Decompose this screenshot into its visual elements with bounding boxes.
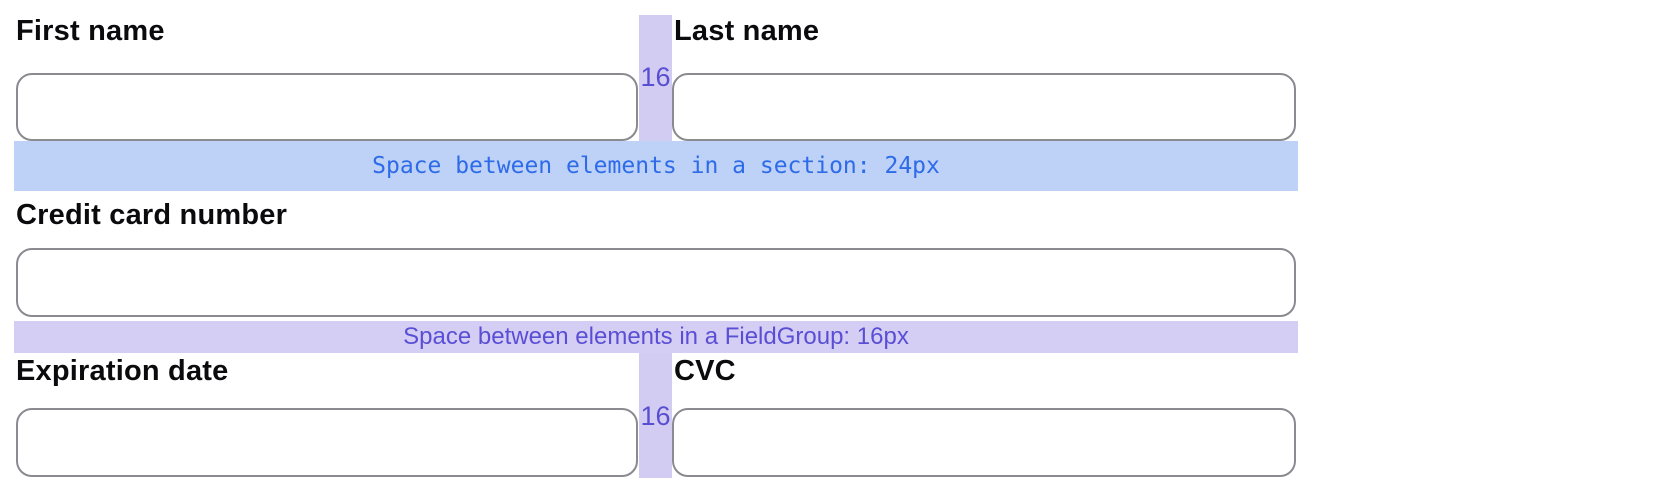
last-name-input[interactable] [672,73,1296,141]
column-gap-strip-top: 16 [639,15,672,141]
first-name-input[interactable] [16,73,638,141]
first-name-label: First name [16,15,165,47]
fieldgroup-spacing-label: Space between elements in a FieldGroup: … [403,323,909,350]
cvc-label: CVC [674,355,736,387]
last-name-label: Last name [674,15,820,47]
column-gap-value-bottom: 16 [640,401,671,431]
expiration-date-input[interactable] [16,408,638,477]
credit-card-number-label: Credit card number [16,199,288,231]
cvc-input[interactable] [672,408,1296,477]
section-spacing-band: Space between elements in a section: 24p… [14,141,1298,191]
credit-card-number-input[interactable] [16,248,1296,317]
column-gap-strip-bottom: 16 [639,353,672,478]
expiration-date-label: Expiration date [16,355,229,387]
column-gap-value-top: 16 [640,62,671,92]
fieldgroup-spacing-band: Space between elements in a FieldGroup: … [14,321,1298,353]
section-spacing-label: Space between elements in a section: 24p… [372,153,940,179]
